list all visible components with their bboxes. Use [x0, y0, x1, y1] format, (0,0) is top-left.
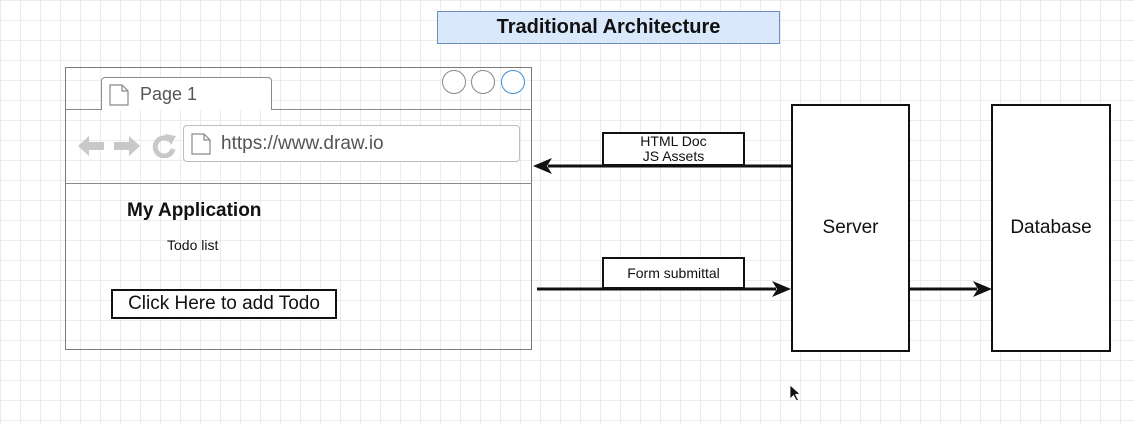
tab-label: Page 1 [140, 84, 198, 104]
reload-icon[interactable] [152, 134, 176, 158]
form-submittal-text: Form submittal [627, 264, 720, 281]
server-label: Server [822, 217, 879, 238]
database-node: Database [991, 104, 1111, 352]
url-bar[interactable] [183, 125, 520, 162]
url-page-icon [191, 133, 211, 155]
window-minimize-button[interactable] [442, 70, 466, 94]
toolbar-divider [65, 183, 532, 184]
page-icon [109, 84, 129, 106]
url-text: https://www.draw.io [221, 133, 384, 154]
form-submittal-label: Form submittal [602, 257, 745, 289]
app-subtitle: Todo list [167, 237, 219, 253]
app-title: My Application [127, 200, 262, 221]
html-doc-label: HTML Doc JS Assets [602, 132, 745, 166]
response-arrow [533, 158, 791, 174]
mouse-cursor-icon [789, 384, 801, 402]
request-arrow [537, 281, 791, 297]
browser-tab[interactable] [101, 77, 272, 110]
back-arrow-icon[interactable] [78, 136, 104, 156]
diagram-title: Traditional Architecture [437, 11, 780, 44]
tab-divider [65, 109, 532, 110]
forward-arrow-icon[interactable] [114, 136, 140, 156]
database-label: Database [1010, 217, 1092, 238]
add-todo-button[interactable]: Click Here to add Todo [111, 289, 337, 319]
window-close-button[interactable] [501, 70, 525, 94]
browser-window [65, 67, 532, 350]
html-doc-text: HTML Doc [640, 133, 707, 149]
server-database-arrow [910, 281, 992, 297]
nav-icons [78, 134, 176, 158]
js-assets-text: JS Assets [642, 148, 705, 164]
window-maximize-button[interactable] [471, 70, 495, 94]
server-node: Server [791, 104, 910, 352]
